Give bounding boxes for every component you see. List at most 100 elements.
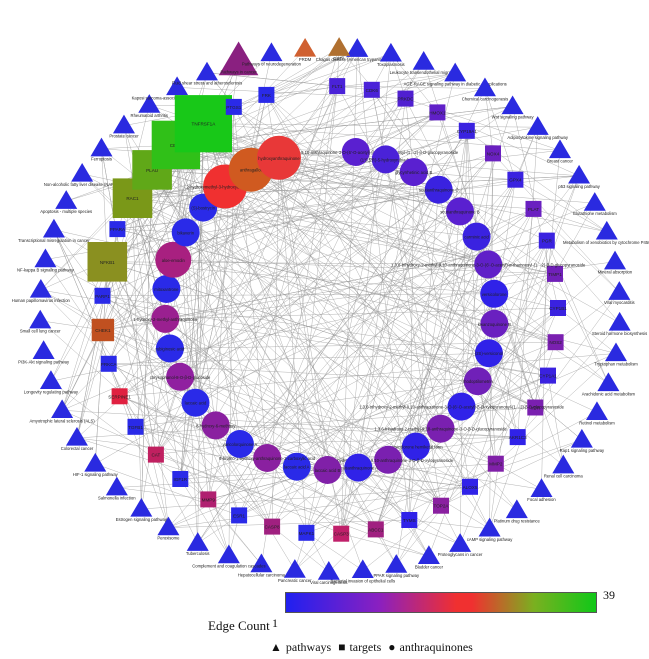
edge-316: [102, 295, 181, 377]
edge-143: [239, 436, 518, 445]
target-node-serpine1: [111, 388, 128, 405]
anthraquinone-label-versicolorone-hemiketal-form: versicolorone hemiketal form: [389, 445, 443, 450]
target-node-plat: [525, 200, 542, 217]
edge-334: [107, 261, 328, 471]
edge-153: [180, 376, 496, 464]
target-label-prkca: PRKCA: [101, 362, 118, 367]
pathway-label-metabolism-of-xenobiotics-by-cytochrome-: Metabolism of xenobiotics by cytochrome …: [563, 240, 649, 245]
edge-110: [267, 341, 556, 459]
edge-378: [132, 197, 598, 413]
anthraquinone-node-kwanzoquinone-b: [480, 309, 509, 338]
pathway-label-chemical-carcinogenesis: Chemical carcinogenesis: [462, 97, 509, 102]
target-node-mmp2: [487, 455, 504, 472]
edge-79: [533, 208, 607, 233]
target-node-casp8: [264, 518, 281, 535]
edge-86: [541, 240, 548, 490]
target-node-tnfrsf1a: [174, 95, 232, 153]
target-node-mmp9: [200, 491, 217, 508]
triangle-icon: ▲: [270, 640, 282, 654]
target-node-cyp1a1: [540, 367, 556, 384]
pathway-node-small-cell-lung-cancer: [29, 309, 52, 329]
edge-195: [375, 412, 598, 530]
pathway-label-non-alcoholic-fatty-liver-disease-nafld: Non-alcoholic fatty liver disease (NAFLD…: [44, 182, 121, 187]
target-node-chek1: [91, 318, 115, 342]
pathway-node-prdm: [294, 37, 317, 57]
anthraquinone-node-1-3-6-trihydroxy-2-methyl-9-10-anthraqui: [447, 392, 476, 421]
pathway-label-hepatocellular-carcinoma: Hepatocellular carcinoma: [238, 573, 286, 578]
pathway-label-age-rage-signaling-pathway-in-diabetic-c: AGE-RAGE signaling pathway in diabetic c…: [404, 82, 507, 87]
square-icon: ■: [338, 640, 346, 654]
edge-197: [375, 127, 538, 530]
anthraquinone-node-1-3-6-trihydroxy-2-methyl-9-10-anthraqui: [341, 138, 370, 166]
pathway-node-viral-carcinogenesis: [317, 560, 340, 580]
edge-48: [197, 130, 468, 544]
target-node-alox5: [462, 478, 478, 495]
anthraquinone-node-8-hydroxy-6-methoxy: [201, 411, 230, 440]
target-node-tyms: [401, 512, 418, 528]
edge-375: [132, 198, 517, 511]
edge-369: [132, 126, 538, 199]
edge-286: [119, 106, 513, 397]
target-label-timp1: TIMP1: [548, 272, 562, 277]
pathway-label-breast-cancer: Breast cancer: [547, 158, 573, 163]
edge-226: [40, 289, 273, 527]
edge-288: [119, 49, 358, 397]
edge-248: [116, 487, 209, 500]
edge-361: [132, 198, 328, 471]
anthraquinone-node-1-3-6-trihydroxy-2-methyl-9-10-anthraqui: [426, 414, 455, 443]
anthraquinone-label-rubiginosic-acid: rubiginosic acid: [155, 347, 185, 352]
anthraquinone-node-glycyrrhetinic-acid-b: [399, 158, 428, 187]
edge-202: [340, 323, 495, 534]
legend-min-value: 1: [272, 616, 278, 630]
edge-129: [40, 289, 549, 376]
edge-404: [175, 144, 216, 426]
edge-59: [484, 88, 494, 154]
edge-406: [175, 144, 241, 445]
legend-gradient-bar: [285, 592, 597, 613]
target-node-prkdc: [397, 90, 414, 107]
pathway-node-apoptosis-multiple-species: [55, 190, 78, 209]
pathway-label-longevity-regulating-pathway: Longevity regulating pathway: [24, 389, 79, 394]
target-label-parp1: PARP1: [95, 294, 110, 299]
pathway-label-salmonella-infection: Salmonella infection: [98, 496, 136, 501]
pathway-label-pi3k-akt-signaling-pathway: PI3K-Akt signaling pathway: [18, 359, 70, 364]
edge-409: [175, 144, 268, 459]
edge-410: [175, 144, 461, 212]
pathway-label-amyotrophic-lateral-sclerosis-als: Amyotrophic lateral sclerosis (ALS): [30, 418, 96, 423]
edge-273: [135, 380, 478, 428]
pathway-node-mineral-absorption: [604, 250, 627, 270]
anthraquinone-label-chrysophanol-8-o-d-glucoside: chrysophanol-8-O-β-D-glucoside: [150, 375, 211, 380]
target-label-plau: PLAU: [146, 168, 158, 173]
legend-key-pathways: pathways: [285, 640, 332, 654]
pathway-label-prdm: PRDM: [299, 57, 312, 62]
target-node-cyp19a1: [458, 122, 475, 139]
node-layer: Chagas disease (American trypanosomiasis…: [12, 37, 649, 585]
anthraquinone-label-carminic-acid: carminic acid: [464, 235, 489, 240]
anthraquinone-node-scutianthraquinone-c: [424, 175, 453, 204]
target-label-akr1c3: AKR1C3: [509, 435, 527, 440]
pathway-node-tryptophan-metabolism: [604, 342, 627, 362]
pathway-label-ppar-signaling-pathway: PPAR signaling pathway: [374, 573, 420, 578]
edge-34: [173, 112, 438, 261]
edge-115: [555, 292, 620, 343]
edge-267: [101, 148, 157, 455]
pathway-node-amyotrophic-lateral-sclerosis-als: [51, 399, 74, 419]
pathway-label-nf-kappa-b-signaling-pathway: NF-kappa B signaling pathway: [17, 268, 75, 273]
edge-78: [533, 208, 620, 293]
anthraquinone-label-bikaverin: bikaverin: [177, 230, 194, 235]
anthraquinone-label-6-bromo-1-hydroxy-anthraquinone-2-carbox: 6-bromo-1-hydroxy-anthraquinone-2-carbox…: [219, 456, 316, 461]
pathway-node-p53-signaling-pathway: [568, 164, 591, 184]
target-label-alox5: ALOX5: [463, 485, 478, 490]
edge-207: [340, 53, 392, 534]
edge-65: [484, 88, 516, 180]
edge-102: [165, 307, 559, 320]
edge-157: [495, 353, 617, 464]
target-label-ptgs1: PTGS1: [226, 105, 242, 110]
anthraquinone-node-1-s-5-r-5-hydroxyrubiadin: [371, 145, 400, 174]
pathway-node-platinum-drug-resistance: [505, 499, 528, 519]
pathway-node-steroid-hormone-biosynthesis: [608, 311, 631, 331]
edge-36: [390, 53, 438, 113]
edge-168: [141, 486, 471, 510]
pathway-label-peroxisome: Peroxisome: [157, 536, 180, 541]
pathway-node-prostate-cancer: [112, 114, 135, 134]
